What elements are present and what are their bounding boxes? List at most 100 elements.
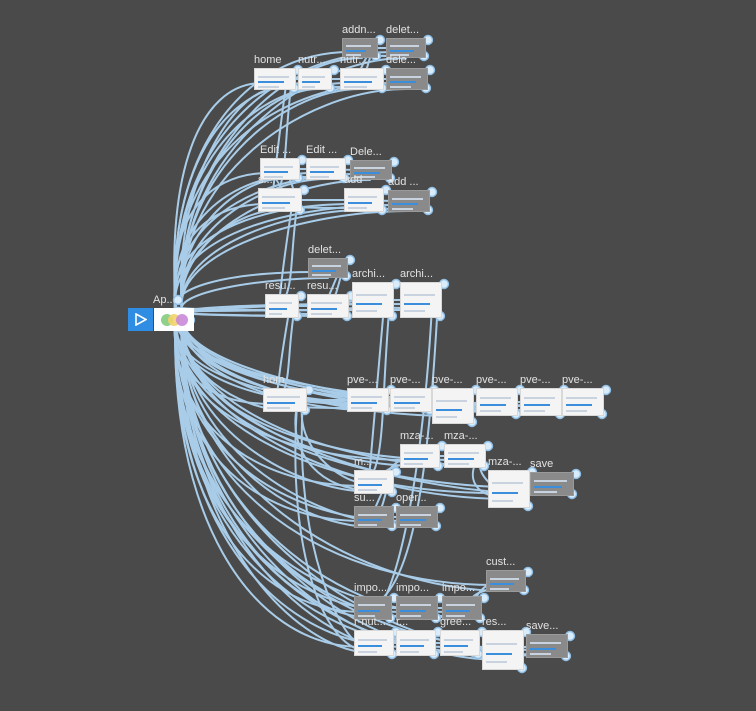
flow-edge <box>180 210 409 313</box>
app-node-badges <box>161 314 188 326</box>
node-preview-line <box>448 463 469 465</box>
node-preview-line <box>486 653 512 655</box>
node-label: pve-... <box>562 374 593 386</box>
node-label: pve-... <box>390 374 421 386</box>
node-preview-line <box>312 265 341 267</box>
node-preview-line <box>446 610 470 612</box>
flow-edge <box>180 311 507 592</box>
flow-node[interactable] <box>400 444 440 468</box>
flow-node[interactable] <box>390 388 432 412</box>
edge-port[interactable] <box>172 294 184 306</box>
node-label: r-nut... <box>354 616 386 628</box>
flow-node[interactable] <box>347 388 389 412</box>
node-preview-line <box>267 402 295 404</box>
node-label: nutr... <box>298 54 326 66</box>
flow-node[interactable] <box>298 68 332 90</box>
flow-node[interactable] <box>260 158 300 180</box>
flow-node[interactable] <box>432 388 474 424</box>
flow-node[interactable] <box>354 596 392 620</box>
flow-edge <box>180 311 375 654</box>
node-preview-line <box>311 302 342 304</box>
node-preview-line <box>400 610 426 612</box>
node-preview-line <box>358 519 382 521</box>
flow-node[interactable] <box>352 282 394 318</box>
node-preview-line <box>444 645 468 647</box>
flow-node[interactable] <box>342 38 378 58</box>
node-preview-line <box>351 396 382 398</box>
flow-node[interactable] <box>386 68 428 90</box>
node-preview-line <box>358 478 387 480</box>
node-preview-line <box>310 171 334 173</box>
flow-node[interactable] <box>263 388 307 412</box>
flow-node[interactable] <box>258 188 302 212</box>
flow-node[interactable] <box>306 158 346 180</box>
flow-node[interactable] <box>350 160 392 180</box>
node-preview-line <box>354 167 385 169</box>
node-preview-line <box>269 308 287 310</box>
node-label: addn... <box>342 24 376 36</box>
node-preview-line <box>311 308 337 310</box>
node-label: resu... <box>265 280 296 292</box>
node-preview-line <box>358 645 382 647</box>
node-preview-line <box>390 86 411 88</box>
flow-node[interactable] <box>440 630 480 656</box>
flow-node[interactable] <box>482 630 524 670</box>
flow-node[interactable] <box>265 294 299 318</box>
node-preview-line <box>390 54 409 56</box>
node-preview-line <box>492 500 513 502</box>
node-preview-line <box>530 648 556 650</box>
flow-node[interactable] <box>488 470 530 508</box>
flow-node[interactable] <box>396 630 436 656</box>
node-preview-line <box>351 402 377 404</box>
flow-node[interactable] <box>486 570 526 592</box>
node-preview-line <box>566 410 587 412</box>
flow-node[interactable] <box>520 388 562 416</box>
flow-node[interactable] <box>562 388 604 416</box>
node-preview-line <box>524 397 555 399</box>
flow-node[interactable] <box>476 388 518 416</box>
flow-edge <box>180 311 551 495</box>
flow-node[interactable] <box>396 596 438 620</box>
start-button[interactable] <box>128 308 153 331</box>
node-preview-line <box>258 86 279 88</box>
node-label: r... <box>396 616 409 628</box>
node-label: pve-... <box>347 374 378 386</box>
node-label: impo... <box>396 582 430 594</box>
flow-edge <box>294 405 369 652</box>
node-preview-line <box>348 196 377 198</box>
node-label: pve-... <box>476 374 507 386</box>
flow-node[interactable] <box>308 258 348 278</box>
node-preview-line <box>400 524 421 526</box>
node-preview-line <box>348 207 367 209</box>
flow-node[interactable] <box>396 506 438 528</box>
flow-node[interactable] <box>354 470 394 494</box>
node-preview-line <box>311 313 332 315</box>
flow-node[interactable] <box>444 444 486 468</box>
node-preview-line <box>258 81 284 83</box>
flow-node[interactable] <box>400 282 442 318</box>
node-label: add ... <box>388 176 419 188</box>
flow-node[interactable] <box>254 68 296 90</box>
node-preview-line <box>346 45 371 47</box>
node-preview-line <box>262 207 285 209</box>
node-preview-line <box>404 452 433 454</box>
node-label: archi... <box>400 268 434 280</box>
node-label: save <box>530 458 554 470</box>
flow-node[interactable] <box>344 188 384 212</box>
flow-node[interactable] <box>354 506 394 528</box>
node-preview-line <box>354 176 375 178</box>
flow-node[interactable] <box>388 190 430 212</box>
app-node[interactable] <box>154 308 194 331</box>
flow-node[interactable] <box>442 596 482 620</box>
flow-node[interactable] <box>354 630 394 656</box>
flow-node[interactable] <box>307 294 349 318</box>
node-preview-line <box>348 202 372 204</box>
flow-node[interactable] <box>526 634 568 658</box>
node-label: resu... <box>307 280 338 292</box>
flow-node[interactable] <box>530 472 574 496</box>
flow-node[interactable] <box>340 68 384 90</box>
node-preview-line <box>394 396 425 398</box>
node-label: mza-... <box>400 430 434 442</box>
node-label: pve-... <box>432 374 463 386</box>
flow-node[interactable] <box>386 38 426 58</box>
